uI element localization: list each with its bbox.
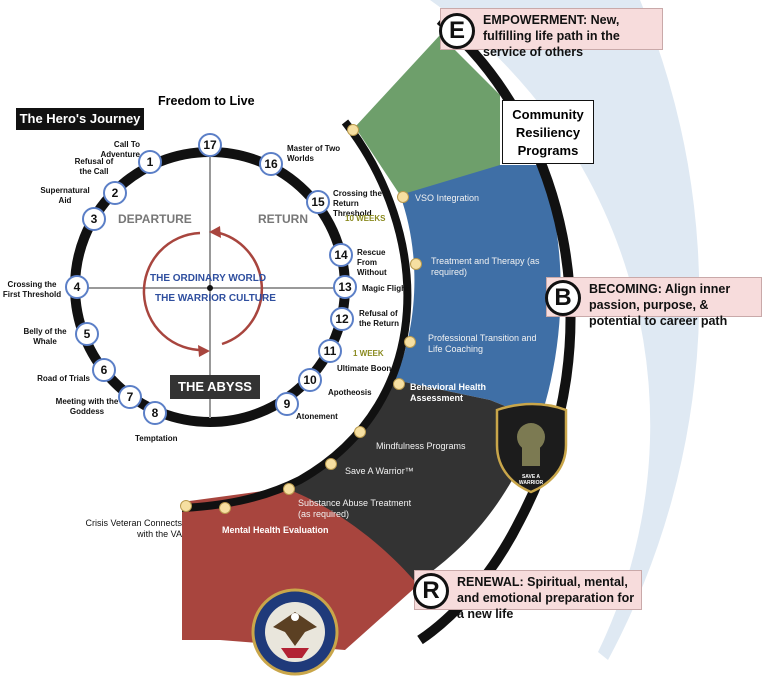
- renewal-box: RENEWAL: Spiritual, mental, and emotiona…: [414, 570, 642, 621]
- crisis-sector: [182, 488, 418, 650]
- cycle-arc-left: [142, 231, 206, 352]
- step-10-badge: 10: [298, 368, 322, 392]
- ordinary-world-label: THE ORDINARY WORLD: [150, 273, 267, 284]
- step-16-label: Master of Two Worlds: [287, 144, 341, 163]
- departure-label: DEPARTURE: [118, 212, 192, 226]
- step-5-badge: 5: [75, 322, 99, 346]
- empowerment-sector: [355, 35, 500, 195]
- step-16-badge: 16: [259, 152, 283, 176]
- step-17-badge: 17: [198, 133, 222, 157]
- crisis-va-label: Crisis Veteran Connects with the VA: [85, 518, 182, 539]
- step-6-label: Road of Trials: [37, 374, 90, 383]
- step-4-badge: 4: [65, 275, 89, 299]
- step-7-badge: 7: [118, 385, 142, 409]
- outer-band: [430, 0, 700, 660]
- cycle-arrow-right: [209, 226, 221, 238]
- step-8-badge: 8: [143, 401, 167, 425]
- step-10-label: Apotheosis: [328, 388, 372, 397]
- abyss-label: THE ABYSS: [170, 375, 260, 399]
- soldier-figure: [517, 423, 545, 451]
- step-15-label: Crossing the Return Threshold: [333, 189, 382, 218]
- step-15-badge: 15: [306, 190, 330, 214]
- milestone-dot: [393, 378, 405, 390]
- step-14-badge: 14: [329, 243, 353, 267]
- step-4-label: Crossing the First Threshold: [2, 280, 62, 299]
- save-a-warrior-label: Save A Warrior™: [345, 466, 414, 476]
- return-label: RETURN: [258, 212, 308, 226]
- becoming-text: BECOMING: Align inner passion, purpose, …: [589, 282, 731, 328]
- mental-health-label: Mental Health Evaluation: [222, 525, 329, 535]
- behavioral-health-label: Behavioral Health Assessment: [410, 382, 487, 403]
- ten-weeks-label: 10 WEEKS: [345, 214, 386, 223]
- step-13-label: Magic Flight: [362, 284, 409, 293]
- milestone-dot: [354, 426, 366, 438]
- r-badge: R: [413, 573, 449, 609]
- step-14-label: Rescue From Without: [357, 248, 387, 277]
- milestone-dot: [219, 502, 231, 514]
- step-13-badge: 13: [333, 275, 357, 299]
- mindfulness-label: Mindfulness Programs: [376, 441, 466, 451]
- step-9-label: Atonement: [296, 412, 338, 421]
- milestone-dot: [325, 458, 337, 470]
- step-12-badge: 12: [330, 307, 354, 331]
- eagle-head: [291, 613, 299, 621]
- step-7-label: Meeting with the Goddess: [55, 397, 119, 416]
- flag-icon: [281, 648, 309, 658]
- soldier-body: [522, 446, 540, 466]
- renewal-sector: [285, 380, 540, 585]
- step-11-label: Ultimate Boon: [337, 364, 392, 373]
- save-a-warrior-text: SAVE A: [522, 474, 540, 480]
- vso-integration-label: VSO Integration: [415, 193, 480, 203]
- milestone-dot: [397, 191, 409, 203]
- empowerment-box: EMPOWERMENT: New, fulfilling life path i…: [440, 8, 663, 59]
- step-1-label: Call To Adventure: [100, 140, 140, 159]
- step-11-badge: 11: [318, 339, 342, 363]
- milestone-dot: [410, 258, 422, 270]
- substance-abuse-label: Substance Abuse Treatment (as required): [298, 498, 412, 519]
- step-3-label: Supernatural Aid: [40, 186, 90, 205]
- step-2-label: Refusal of the Call: [74, 157, 114, 176]
- step-3-badge: 3: [82, 207, 106, 231]
- milestone-dot: [347, 124, 359, 136]
- b-badge: B: [545, 280, 581, 316]
- center-point: [207, 285, 213, 291]
- step-6-badge: 6: [92, 358, 116, 382]
- step-5-label: Belly of the Whale: [23, 327, 67, 346]
- becoming-sector: [395, 165, 561, 420]
- step-8-label: Temptation: [135, 434, 178, 443]
- transition-coaching-label: Professional Transition and Life Coachin…: [428, 333, 537, 354]
- freedom-to-live-label: Freedom to Live: [158, 94, 255, 108]
- hero-journey-title: The Hero's Journey: [16, 108, 144, 130]
- becoming-box: BECOMING: Align inner passion, purpose, …: [546, 277, 762, 328]
- eagle-icon: [273, 612, 317, 646]
- step-2-badge: 2: [103, 181, 127, 205]
- cycle-arrow-left: [198, 345, 210, 357]
- warrior-culture-label: THE WARRIOR CULTURE: [155, 293, 276, 304]
- milestone-dot: [180, 500, 192, 512]
- step-9-badge: 9: [275, 392, 299, 416]
- renewal-text: RENEWAL: Spiritual, mental, and emotiona…: [457, 575, 635, 621]
- step-12-label: Refusal of the Return: [359, 309, 399, 328]
- community-resiliency-box: Community Resiliency Programs: [502, 100, 594, 164]
- cycle-arc-right: [214, 230, 264, 346]
- milestone-dot: [283, 483, 295, 495]
- milestone-dot: [404, 336, 416, 348]
- empowerment-text: EMPOWERMENT: New, fulfilling life path i…: [483, 13, 620, 59]
- e-badge: E: [439, 13, 475, 49]
- save-a-warrior-text-2: WARRIOR: [519, 480, 544, 486]
- treatment-therapy-label: Treatment and Therapy (as required): [431, 256, 540, 277]
- one-week-label: 1 WEEK: [353, 349, 384, 358]
- step-1-badge: 1: [138, 150, 162, 174]
